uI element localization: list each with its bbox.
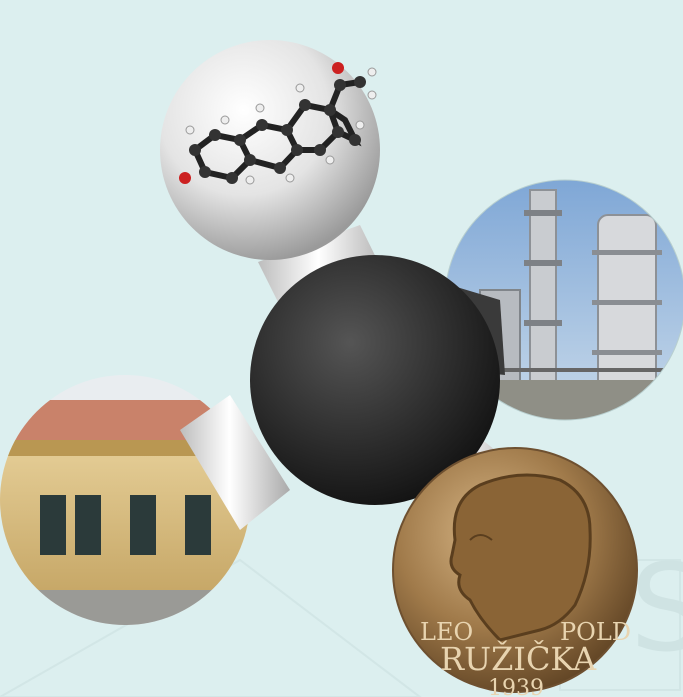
- medal-portrait: [449, 473, 592, 642]
- medal-text-left: LEO: [420, 618, 473, 646]
- carbon-atom: [250, 255, 500, 505]
- molecule-atoms: [179, 62, 377, 185]
- bond-left: [180, 395, 290, 530]
- medal-sphere: LEO POLD RUŽIČKA 1939: [392, 447, 638, 697]
- medal-text-right: POLD: [560, 618, 631, 646]
- watermark-letter: S: [630, 540, 683, 679]
- white-sphere-top: [160, 40, 380, 260]
- medal-year: 1939: [488, 676, 544, 697]
- medal-name: RUŽIČKA: [440, 640, 597, 678]
